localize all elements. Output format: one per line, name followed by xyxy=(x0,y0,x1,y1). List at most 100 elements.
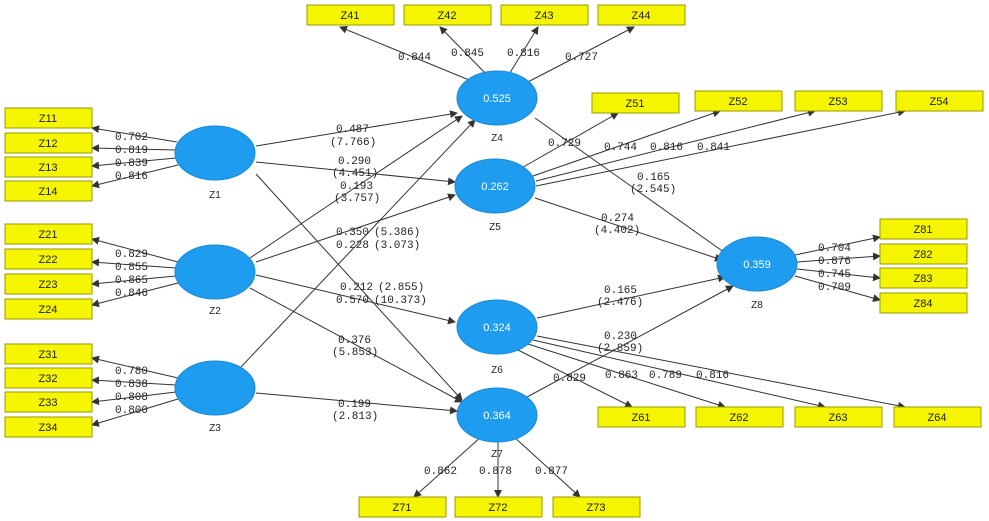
latent-z6: 0.324 Z6 xyxy=(456,299,538,376)
latent-z3: Z3 xyxy=(174,360,256,434)
latent-z1: Z1 xyxy=(174,125,256,201)
path-z3-z4-coef: 0.228 xyxy=(336,240,369,252)
indicator-z63: Z63 xyxy=(794,406,883,428)
loading-z41: 0.844 xyxy=(398,52,431,64)
svg-text:Z31: Z31 xyxy=(39,349,58,361)
indicator-z13: Z13 xyxy=(4,156,93,178)
loading-z82: 0.876 xyxy=(818,256,851,268)
loading-z22: 0.855 xyxy=(115,262,148,274)
svg-text:0.324: 0.324 xyxy=(483,322,511,334)
svg-text:Z1: Z1 xyxy=(209,190,221,201)
svg-text:0.262: 0.262 xyxy=(481,181,509,193)
svg-text:Z42: Z42 xyxy=(438,10,457,22)
path-labels: 0.487 (7.766) 0.290 (4.451) 0.193 (3.757… xyxy=(330,124,676,423)
path-z1-z5-coef: 0.290 xyxy=(338,156,371,168)
svg-text:Z43: Z43 xyxy=(535,10,554,22)
loading-z14: 0.816 xyxy=(115,171,148,183)
loading-z42: 0.845 xyxy=(451,48,484,60)
path-z3-z4-t: (3.073) xyxy=(374,240,420,252)
indicator-z42: Z42 xyxy=(403,4,492,26)
svg-text:0.525: 0.525 xyxy=(483,93,511,105)
svg-text:Z83: Z83 xyxy=(914,273,933,285)
loading-z72: 0.878 xyxy=(479,466,512,478)
path-z6-z8 xyxy=(536,274,726,319)
svg-text:Z23: Z23 xyxy=(39,279,58,291)
structural-paths xyxy=(239,110,734,415)
path-z3-z7-coef: 0.199 xyxy=(338,399,371,411)
latent-z7: 0.364 Z7 xyxy=(456,387,538,460)
svg-text:Z72: Z72 xyxy=(489,502,508,514)
latent-z5: 0.262 Z5 xyxy=(454,158,536,233)
path-z4-z8-coef: 0.165 xyxy=(637,172,670,184)
loading-z71: 0.862 xyxy=(424,466,457,478)
path-z1-z7-t: (2.855) xyxy=(378,282,424,294)
svg-text:Z63: Z63 xyxy=(829,412,848,424)
path-z4-z8-t: (2.545) xyxy=(630,184,676,196)
indicator-z34: Z34 xyxy=(4,416,93,438)
svg-text:Z5: Z5 xyxy=(489,222,501,233)
indicator-z71: Z71 xyxy=(358,496,447,518)
svg-text:Z14: Z14 xyxy=(39,186,58,198)
path-z2-z7 xyxy=(249,287,463,403)
loading-z13: 0.839 xyxy=(115,158,148,170)
svg-text:Z24: Z24 xyxy=(39,304,58,316)
latent-z4: 0.525 Z4 xyxy=(456,70,538,144)
indicator-z62: Z62 xyxy=(695,406,784,428)
indicator-z24: Z24 xyxy=(4,298,93,320)
svg-text:0.359: 0.359 xyxy=(743,259,771,271)
path-z2-z6-t: (10.373) xyxy=(374,295,427,307)
indicator-z81: Z81 xyxy=(879,218,968,240)
indicator-z53: Z53 xyxy=(794,90,883,112)
svg-text:Z21: Z21 xyxy=(39,229,58,241)
svg-text:Z6: Z6 xyxy=(491,365,503,376)
svg-text:Z61: Z61 xyxy=(632,412,651,424)
indicator-z52: Z52 xyxy=(694,90,783,112)
path-z3-z4 xyxy=(239,119,476,369)
indicator-z61: Z61 xyxy=(597,406,686,428)
indicator-z11: Z11 xyxy=(4,107,93,129)
loading-z52: 0.744 xyxy=(604,142,637,154)
svg-text:Z53: Z53 xyxy=(829,96,848,108)
path-z5-z8 xyxy=(534,197,723,262)
svg-text:Z84: Z84 xyxy=(914,298,933,310)
loading-z33: 0.808 xyxy=(115,392,148,404)
svg-text:Z13: Z13 xyxy=(39,162,58,174)
indicator-z72: Z72 xyxy=(454,496,543,518)
path-z1-z5 xyxy=(255,161,456,186)
path-z2-z5-t: (5.386) xyxy=(374,227,420,239)
svg-text:Z44: Z44 xyxy=(632,10,651,22)
path-z2-z4-coef: 0.193 xyxy=(340,181,373,193)
indicator-z33: Z33 xyxy=(4,391,93,413)
path-z6-z8-t: (2.476) xyxy=(597,297,643,309)
path-z2-z5 xyxy=(255,193,456,263)
indicator-z64: Z64 xyxy=(893,406,982,428)
svg-text:Z3: Z3 xyxy=(209,423,221,434)
svg-text:Z22: Z22 xyxy=(39,254,58,266)
latent-z8: 0.359 Z8 xyxy=(716,236,798,311)
indicator-boxes: Z11 Z12 Z13 Z14 Z21 Z22 Z23 Z24 Z31 Z32 … xyxy=(4,4,984,518)
indicator-z73: Z73 xyxy=(552,496,641,518)
latent-z2: Z2 xyxy=(174,244,256,317)
path-z1-z7-coef: 0.212 xyxy=(340,282,373,294)
indicator-z84: Z84 xyxy=(879,292,968,314)
svg-text:Z73: Z73 xyxy=(587,502,606,514)
indicator-z21: Z21 xyxy=(4,223,93,245)
loading-z51: 0.729 xyxy=(548,138,581,150)
loading-z53: 0.816 xyxy=(650,142,683,154)
path-z1-z4-t: (7.766) xyxy=(330,137,376,149)
path-z1-z5-t: (4.451) xyxy=(332,168,378,180)
loading-z73: 0.877 xyxy=(535,466,568,478)
path-z7-z8-coef: 0.230 xyxy=(604,331,637,343)
svg-text:Z81: Z81 xyxy=(914,224,933,236)
path-z3-z7 xyxy=(255,392,458,415)
path-z2-z5-coef: 0.350 xyxy=(336,227,369,239)
svg-text:Z33: Z33 xyxy=(39,397,58,409)
svg-text:Z34: Z34 xyxy=(39,422,58,434)
path-z2-z7-coef: 0.376 xyxy=(338,335,371,347)
svg-text:Z7: Z7 xyxy=(491,449,503,460)
path-z1-z7 xyxy=(255,173,463,401)
path-z6-z8-coef: 0.165 xyxy=(604,285,637,297)
indicator-z22: Z22 xyxy=(4,248,93,270)
path-z2-z6-coef: 0.570 xyxy=(336,295,369,307)
